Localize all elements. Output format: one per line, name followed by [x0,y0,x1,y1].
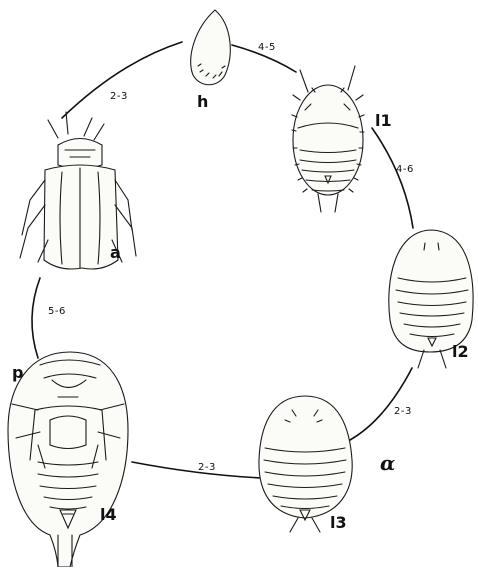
duration-egg-to-l1: 4-5 [258,42,276,53]
arc-l3-to-l4 [132,462,262,478]
duration-l2-to-l3: 2-3 [394,406,412,417]
label-larva-3: l3 [330,513,347,532]
arc-pupa-to-adult [32,278,40,358]
larva-1-illustration [292,66,364,212]
arc-adult-to-egg [62,42,182,118]
pupa-illustration [8,352,128,567]
label-egg: h [197,92,208,111]
arc-l1-to-l2 [372,128,413,228]
label-larva-2: l2 [452,342,469,361]
label-adult: a [110,243,121,262]
arc-l2-to-l3 [350,368,412,440]
label-larva-4: l4 [100,505,117,524]
duration-l3-to-l4: 2-3 [198,462,216,473]
larva-3-illustration [259,396,352,532]
duration-l1-to-l2: 4-6 [396,164,414,175]
label-script-mark: ɑ [380,451,395,475]
label-pupa: p [12,363,23,382]
egg-illustration [191,10,231,85]
duration-pupa-to-adult: 5-6 [48,306,66,317]
label-larva-1: l1 [375,111,392,130]
duration-adult-to-egg: 2-3 [110,91,128,102]
